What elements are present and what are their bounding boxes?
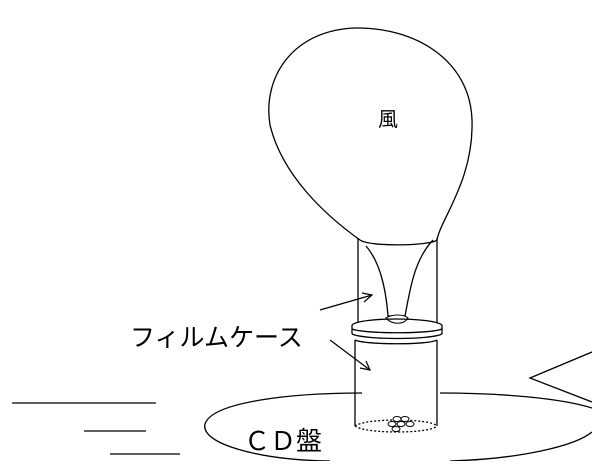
label-arrows <box>319 292 374 371</box>
balloon-label: 風 <box>378 107 398 131</box>
joint-ring <box>351 318 443 340</box>
upper-film-case <box>357 238 438 323</box>
cd-disc <box>204 392 592 462</box>
motion-lines <box>12 402 180 455</box>
wind-arrow <box>528 351 592 403</box>
lower-film-case <box>354 339 438 433</box>
balloon-neck <box>365 239 434 317</box>
air-holes <box>387 416 415 432</box>
film-case-label: フィルムケース <box>130 323 303 352</box>
cd-label: ＣＤ盤 <box>244 427 322 457</box>
balloon <box>268 27 473 246</box>
